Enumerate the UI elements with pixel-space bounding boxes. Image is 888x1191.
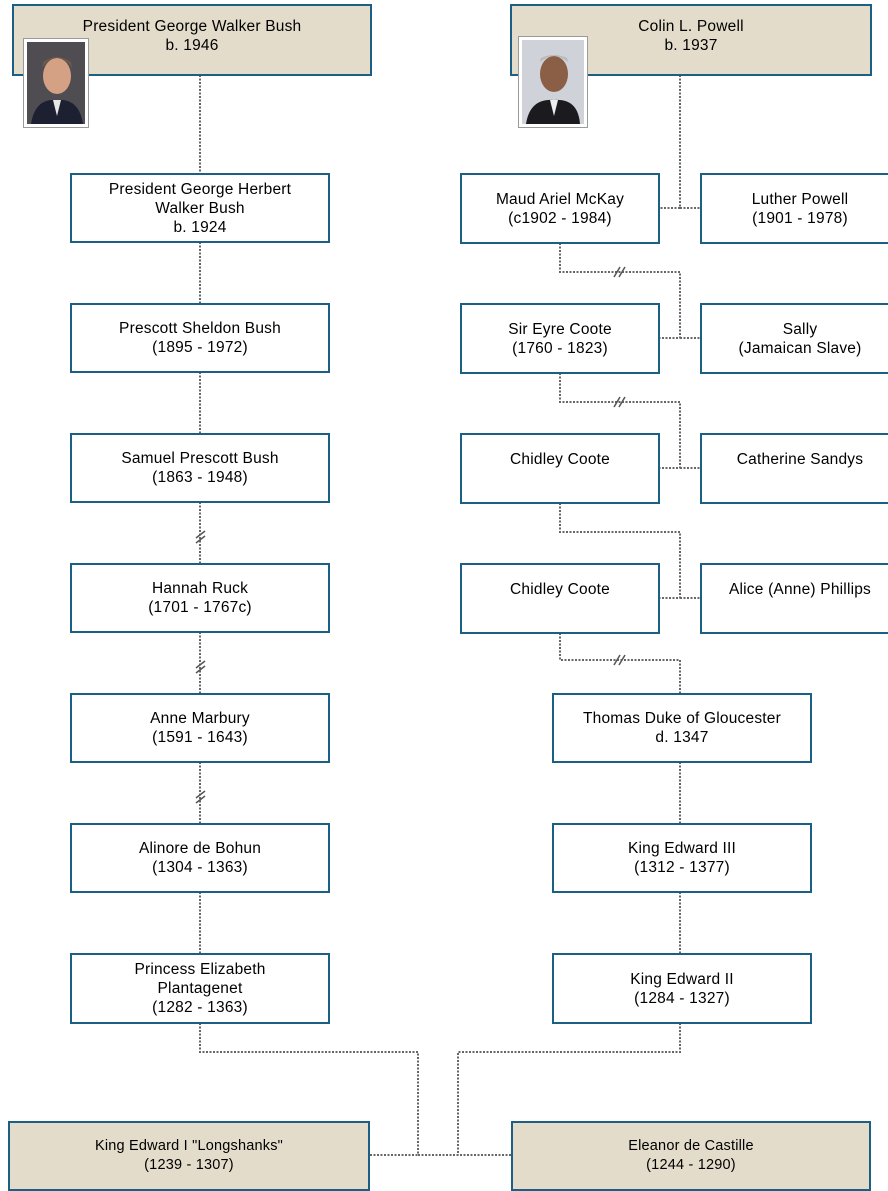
name-line: Colin L. Powell — [638, 18, 744, 35]
name-line: Hannah Ruck — [151, 580, 249, 597]
date-line: (1895 - 1972) — [152, 339, 248, 356]
name-line: Samuel Prescott Bush — [121, 450, 279, 467]
name-line: Thomas Duke of Gloucester — [583, 710, 781, 727]
date-line: (1284 - 1327) — [634, 989, 730, 1007]
name-line: Eleanor de Castille — [628, 1138, 754, 1154]
name-line: President George Walker Bush — [82, 18, 302, 35]
date-line: (1312 - 1377) — [634, 859, 730, 876]
date-line: (c1902 - 1984) — [508, 209, 612, 227]
name-line: King Edward II — [630, 970, 734, 988]
person-box-chidley-coote-2[interactable]: Chidley Coote — [460, 563, 660, 634]
connector — [199, 1023, 512, 1156]
person-box-samuel-bush[interactable]: Samuel Prescott Bush (1863 - 1948) — [70, 433, 330, 503]
name-line: Alinore de Bohun — [138, 840, 262, 857]
connector — [660, 75, 681, 209]
person-box-prescott-bush[interactable]: Prescott Sheldon Bush (1895 - 1972) — [70, 303, 330, 373]
date-line: (1282 - 1363) — [152, 999, 248, 1016]
bush-portrait-photo — [23, 38, 89, 128]
person-box-eyre-coote[interactable]: Sir Eyre Coote(1760 - 1823) — [460, 303, 660, 374]
person-box-alice-phillips[interactable]: Alice (Anne) Phillips — [700, 563, 888, 634]
date-line: (1701 - 1767c) — [148, 599, 252, 616]
person-box-sally[interactable]: Sally(Jamaican Slave) — [700, 303, 888, 374]
name-line: Princess Elizabeth — [134, 961, 266, 978]
date-line: (1863 - 1948) — [152, 469, 248, 486]
name-line: Plantagenet — [157, 980, 243, 997]
date-line: (1760 - 1823) — [512, 339, 608, 357]
name-line: Luther Powell — [751, 190, 849, 208]
person-box-chidley-coote-1[interactable]: Chidley Coote — [460, 433, 660, 504]
date-line: (1239 - 1307) — [144, 1157, 234, 1173]
person-box-alinore-de-bohun[interactable]: Alinore de Bohun (1304 - 1363) — [70, 823, 330, 893]
name-line: King Edward III — [627, 840, 737, 857]
powell-portrait-photo — [518, 36, 588, 128]
name-line: King Edward I "Longshanks" — [95, 1138, 283, 1154]
name-line: Catherine Sandys — [736, 451, 864, 468]
person-box-edward-i[interactable]: King Edward I "Longshanks" (1239 - 1307) — [8, 1121, 370, 1191]
name-line: Alice (Anne) Phillips — [728, 581, 872, 598]
date-line: b. 1946 — [165, 37, 219, 54]
person-box-edward-iii[interactable]: King Edward III (1312 - 1377) — [552, 823, 812, 893]
name-line: Chidley Coote — [510, 581, 610, 598]
name-line: Maud Ariel McKay — [495, 190, 625, 208]
name-line: Sir Eyre Coote — [508, 320, 612, 338]
name-line: Walker Bush — [155, 199, 245, 217]
person-box-maud-mckay[interactable]: Maud Ariel McKay(c1902 - 1984) — [460, 173, 660, 244]
connector — [559, 373, 681, 469]
connector — [559, 243, 681, 339]
date-line: (1244 - 1290) — [646, 1157, 736, 1173]
person-box-catherine-sandys[interactable]: Catherine Sandys — [700, 433, 888, 504]
person-box-edward-ii[interactable]: King Edward II(1284 - 1327) — [552, 953, 812, 1024]
person-box-eleanor-de-castille[interactable]: Eleanor de Castille (1244 - 1290) — [511, 1121, 871, 1191]
person-box-hannah-ruck[interactable]: Hannah Ruck (1701 - 1767c) — [70, 563, 330, 633]
date-line: (1591 - 1643) — [152, 729, 248, 746]
date-line: b. 1937 — [664, 37, 718, 54]
date-line: (1901 - 1978) — [752, 209, 848, 227]
connector — [457, 1023, 681, 1155]
name-line: Sally — [782, 320, 818, 338]
name-line: Anne Marbury — [150, 710, 250, 727]
person-box-anne-marbury[interactable]: Anne Marbury (1591 - 1643) — [70, 693, 330, 763]
date-line: d. 1347 — [655, 729, 709, 746]
person-box-thomas-gloucester[interactable]: Thomas Duke of Gloucester d. 1347 — [552, 693, 812, 763]
date-line: (Jamaican Slave) — [738, 339, 862, 357]
date-line: (1304 - 1363) — [152, 859, 248, 876]
name-line: President George Herbert — [108, 180, 292, 198]
name-line: Chidley Coote — [510, 451, 610, 468]
person-box-luther-powell[interactable]: Luther Powell(1901 - 1978) — [700, 173, 888, 244]
connector — [559, 503, 681, 599]
generation-break-marks — [195, 266, 626, 804]
date-line: b. 1924 — [173, 218, 227, 236]
name-line: Prescott Sheldon Bush — [119, 320, 281, 337]
